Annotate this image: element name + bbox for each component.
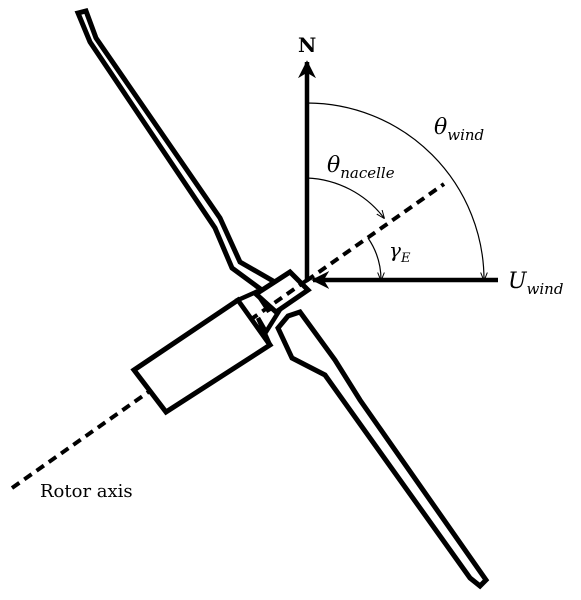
theta-nacelle-arc [306,177,384,218]
theta-wind-symbol: θ [434,115,447,140]
rotor-axis-line [10,182,446,490]
theta-wind-arc [306,102,484,280]
theta-wind-subscript: wind [447,126,484,144]
rotor-axis-line-over-hub [248,276,312,322]
gamma-e-arc [367,237,381,280]
gamma-e-symbol: γ [389,238,401,262]
theta-nacelle-label: θnacelle [327,153,395,182]
theta-wind-label: θwind [434,115,484,144]
upper-blade [74,8,284,300]
u-wind-label: Uwind [508,269,563,298]
theta-nacelle-symbol: θ [327,153,340,178]
gamma-e-subscript: E [400,251,411,266]
gamma-e-label: γE [389,238,411,266]
rotor-axis-label: Rotor axis [40,481,133,502]
u-wind-subscript: wind [527,280,564,298]
north-label: N [298,33,316,57]
lower-blade [275,309,490,590]
u-wind-symbol: U [508,269,528,294]
theta-nacelle-subscript: nacelle [340,164,394,182]
